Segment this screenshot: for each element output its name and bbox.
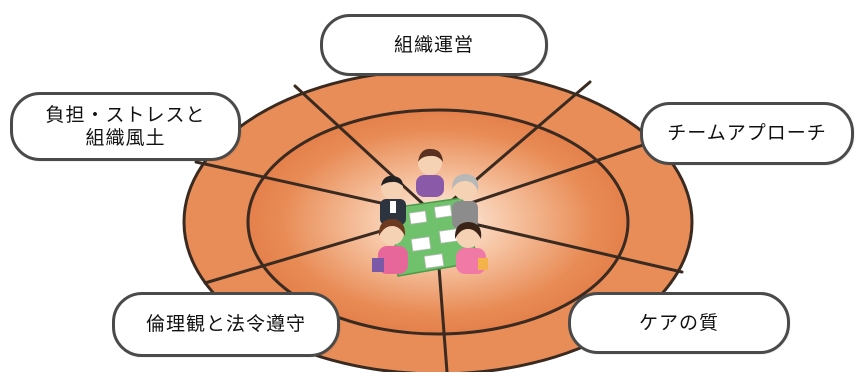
label-text: 倫理観と法令遵守 — [145, 313, 306, 335]
divider-line — [293, 84, 437, 217]
label-text: ケアの質 — [638, 311, 719, 334]
label-text-line2: 組織風土 — [85, 126, 166, 149]
label-team-approach: チームアプローチ — [640, 102, 854, 165]
meeting-illustration — [372, 148, 488, 277]
label-quality-of-care: ケアの質 — [568, 292, 790, 354]
label-organization-management: 組織運営 — [320, 14, 548, 76]
label-text: チームアプローチ — [667, 122, 827, 144]
label-text-line1: 負担・ストレスと — [45, 103, 206, 126]
label-ethics-compliance: 倫理観と法令遵守 — [112, 292, 340, 357]
label-burden-stress-culture: 負担・ストレスと 組織風土 — [10, 92, 241, 161]
label-text: 組織運営 — [393, 33, 474, 56]
